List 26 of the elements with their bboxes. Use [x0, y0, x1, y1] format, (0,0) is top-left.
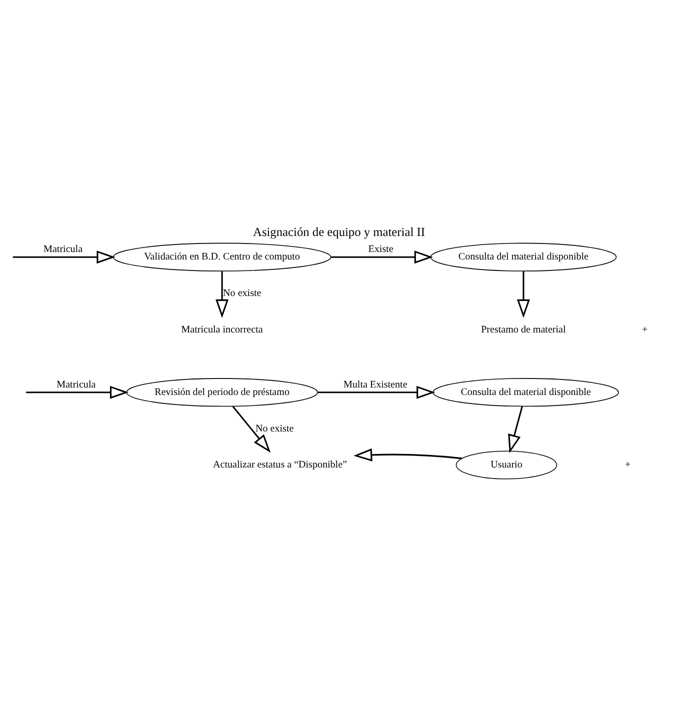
edge-label: No existe [256, 423, 294, 434]
node-ellipse: Revisión del periodo de préstamo [126, 378, 318, 407]
edge-label: Multa Existente [343, 379, 408, 390]
arrow [318, 386, 436, 399]
node-ellipse: Consulta del material disponible [432, 378, 619, 407]
arrow [354, 448, 462, 462]
arrow [508, 406, 523, 454]
edge-label: Existe [368, 244, 394, 255]
arrow [516, 271, 530, 318]
label: + [624, 460, 631, 471]
node-text: Actualizar estatus a “Disponible” [213, 460, 348, 471]
arrow [232, 406, 271, 453]
diagram-title: Asignación de equipo y material II [253, 225, 425, 240]
node-text: Matricula incorrecta [181, 324, 263, 336]
arrow [331, 250, 433, 264]
node-ellipse: Validación en B.D. Centro de computo [112, 242, 332, 272]
arrow [26, 386, 129, 399]
edge-label: Matricula [56, 379, 96, 390]
label: + [642, 324, 648, 336]
arrow [12, 250, 116, 264]
node-ellipse: Consulta del material disponible [430, 242, 617, 272]
node-text: Prestamo de material [481, 324, 566, 336]
arrow [216, 271, 229, 318]
edge-label: No existe [223, 288, 262, 300]
node-ellipse: Usuario [456, 450, 558, 480]
edge-label: Matricula [44, 244, 83, 255]
